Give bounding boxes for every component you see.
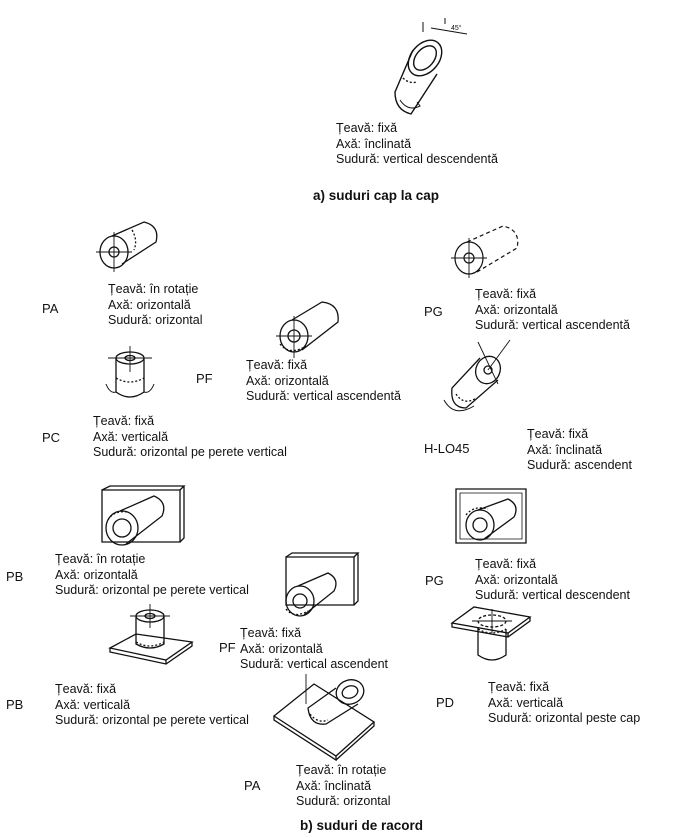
pipe-figure-pg-wall (450, 485, 532, 549)
pipe-figure-pb-wall (92, 484, 188, 556)
code-pg-1: PG (424, 304, 443, 319)
code-pa-1: PA (42, 301, 59, 316)
code-hlo45: H-LO45 (424, 441, 470, 456)
label-pc: Țeavă: fixă Axă: verticală Sudură: orizo… (93, 414, 287, 459)
code-pb-1: PB (6, 569, 24, 584)
label-pb-1: Țeavă: în rotație Axă: orizontală Sudură… (55, 552, 249, 597)
pipe-figure-hlo45-inclined (440, 336, 520, 420)
code-pg-2: PG (425, 573, 444, 588)
label-pg-2: Țeavă: fixă Axă: orizontală Sudură: vert… (475, 557, 630, 602)
angle-mark: 45° (451, 24, 462, 32)
code-pd: PD (436, 695, 455, 710)
pipe-figure-pc-vertical (100, 346, 160, 406)
section-title-a: a) suduri cap la cap (313, 188, 440, 203)
code-pb-2: PB (6, 697, 24, 712)
label-pg-1: Țeavă: fixă Axă: orizontală Sudură: vert… (475, 287, 630, 332)
pipe-figure-pf-wall (276, 553, 360, 621)
label-top: Țeavă: fixă Axă: înclinată Sudură: verti… (336, 121, 498, 166)
pipe-figure-pb-flange (106, 604, 196, 670)
pipe-figure-top: 45° (375, 18, 480, 118)
label-pf-1: Țeavă: fixă Axă: orizontală Sudură: vert… (246, 358, 401, 403)
code-pf-2: PF (219, 640, 236, 655)
label-pf-2: Țeavă: fixă Axă: orizontală Sudură: vert… (240, 626, 389, 671)
label-pa-2: Țeavă: în rotație Axă: înclinată Sudură:… (296, 763, 391, 808)
code-pa-2: PA (244, 778, 261, 793)
pipe-figure-pg-horizontal (447, 214, 529, 279)
pipe-figure-pa-inclined-plate (270, 664, 378, 760)
pipe-figure-pd-overhead (448, 603, 532, 669)
pipe-figure-pa-rotation (92, 212, 164, 274)
label-hlo45: Țeavă: fixă Axă: înclinată Sudură: ascen… (527, 427, 632, 472)
pipe-figure-pf-horizontal (272, 288, 344, 360)
section-title-b: b) suduri de racord (300, 818, 424, 833)
label-pd: Țeavă: fixă Axă: verticală Sudură: orizo… (488, 680, 641, 725)
label-pa-1: Țeavă: în rotație Axă: orizontală Sudură… (108, 282, 203, 327)
label-pb-2: Țeavă: fixă Axă: verticală Sudură: orizo… (55, 682, 249, 727)
code-pc: PC (42, 430, 61, 445)
code-pf-1: PF (196, 371, 213, 386)
